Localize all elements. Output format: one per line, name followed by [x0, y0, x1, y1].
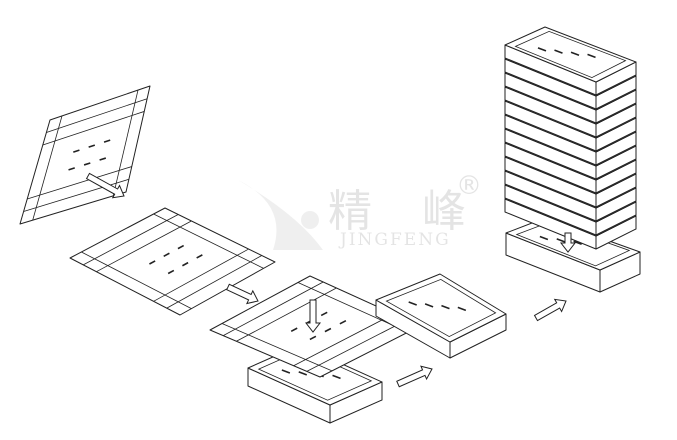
vent-slot [339, 319, 347, 325]
vent-slot [290, 327, 298, 332]
fold-line [23, 178, 129, 212]
fold-line [293, 313, 394, 367]
tilted-sheet [19, 85, 151, 225]
fold-line [96, 220, 192, 273]
vent-slot [441, 304, 450, 310]
fold-line [27, 166, 132, 200]
vent-slot [298, 371, 308, 376]
vent-slot [182, 261, 189, 267]
vent-slot [537, 47, 547, 52]
vent-slot [88, 144, 96, 148]
vent-slot [570, 51, 580, 56]
vent-slot [177, 244, 185, 250]
arrow-step-1 [85, 172, 125, 199]
sheet-outline [19, 85, 151, 225]
flat-sheet [69, 207, 276, 316]
fold-line [306, 319, 407, 372]
vent-slot [556, 238, 566, 243]
vent-slot [424, 303, 434, 308]
vent-slot [103, 139, 111, 143]
tray-rim [375, 273, 507, 343]
vent-slot [320, 311, 328, 317]
vent-slot [68, 167, 75, 171]
vent-slot [281, 369, 291, 374]
vent-slot [196, 254, 203, 259]
vent-slot [149, 260, 156, 265]
tray-inner-floor [515, 221, 631, 267]
vent-slot [539, 235, 549, 241]
sheet-outline [69, 207, 276, 316]
vent-slot [163, 252, 170, 258]
vent-slot [99, 157, 107, 161]
vent-slot [573, 240, 582, 246]
vent-slot [83, 162, 91, 166]
fold-line [83, 214, 179, 266]
arrow-stack-down [559, 232, 577, 253]
tray-inner-floor [514, 30, 627, 79]
vent-slot [457, 306, 467, 312]
vent-slot [408, 301, 417, 306]
fold-line [32, 115, 63, 221]
vent-slot [73, 149, 80, 153]
stacked-tray [504, 26, 637, 96]
vent-slot [309, 335, 317, 341]
tray-inner-floor [385, 278, 497, 338]
vent-slot [324, 327, 332, 333]
fold-line [153, 248, 249, 302]
fold-line [46, 98, 148, 133]
vent-slot [554, 49, 563, 54]
fold-line [42, 111, 145, 146]
fold-line [223, 281, 324, 336]
vent-slot [167, 269, 175, 275]
vent-slot [587, 53, 596, 59]
fold-line [153, 213, 264, 269]
fold-line [81, 251, 192, 309]
vent-slot [332, 374, 341, 380]
fold-line [166, 255, 262, 309]
tray-rim [504, 26, 637, 83]
arrow-step-2 [226, 283, 259, 305]
arrow-step-3 [396, 365, 433, 388]
arrow-press-down [304, 299, 322, 333]
formed-tray [375, 273, 507, 359]
fold-line [112, 89, 139, 196]
arrow-step-4 [533, 298, 567, 322]
fold-line [221, 323, 333, 372]
fold-line [236, 287, 337, 342]
